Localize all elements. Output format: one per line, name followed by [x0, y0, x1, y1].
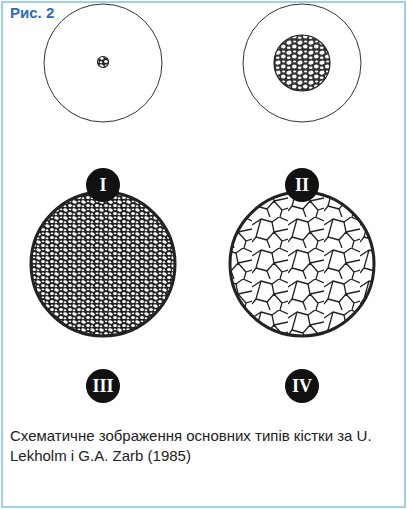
roman-numeral: IV [292, 377, 312, 395]
roman-numeral: I [99, 176, 106, 194]
roman-numeral: III [92, 377, 113, 395]
figure-caption: Схематичне зображення основних типів кіс… [10, 426, 396, 466]
type-number-badge: IV [285, 369, 319, 403]
type-number-badge: III [86, 369, 120, 403]
roman-numeral: II [295, 176, 309, 194]
type-number-badge: II [285, 168, 319, 202]
type-number-badge: I [86, 168, 120, 202]
figure-title: Рис. 2 [10, 4, 54, 21]
